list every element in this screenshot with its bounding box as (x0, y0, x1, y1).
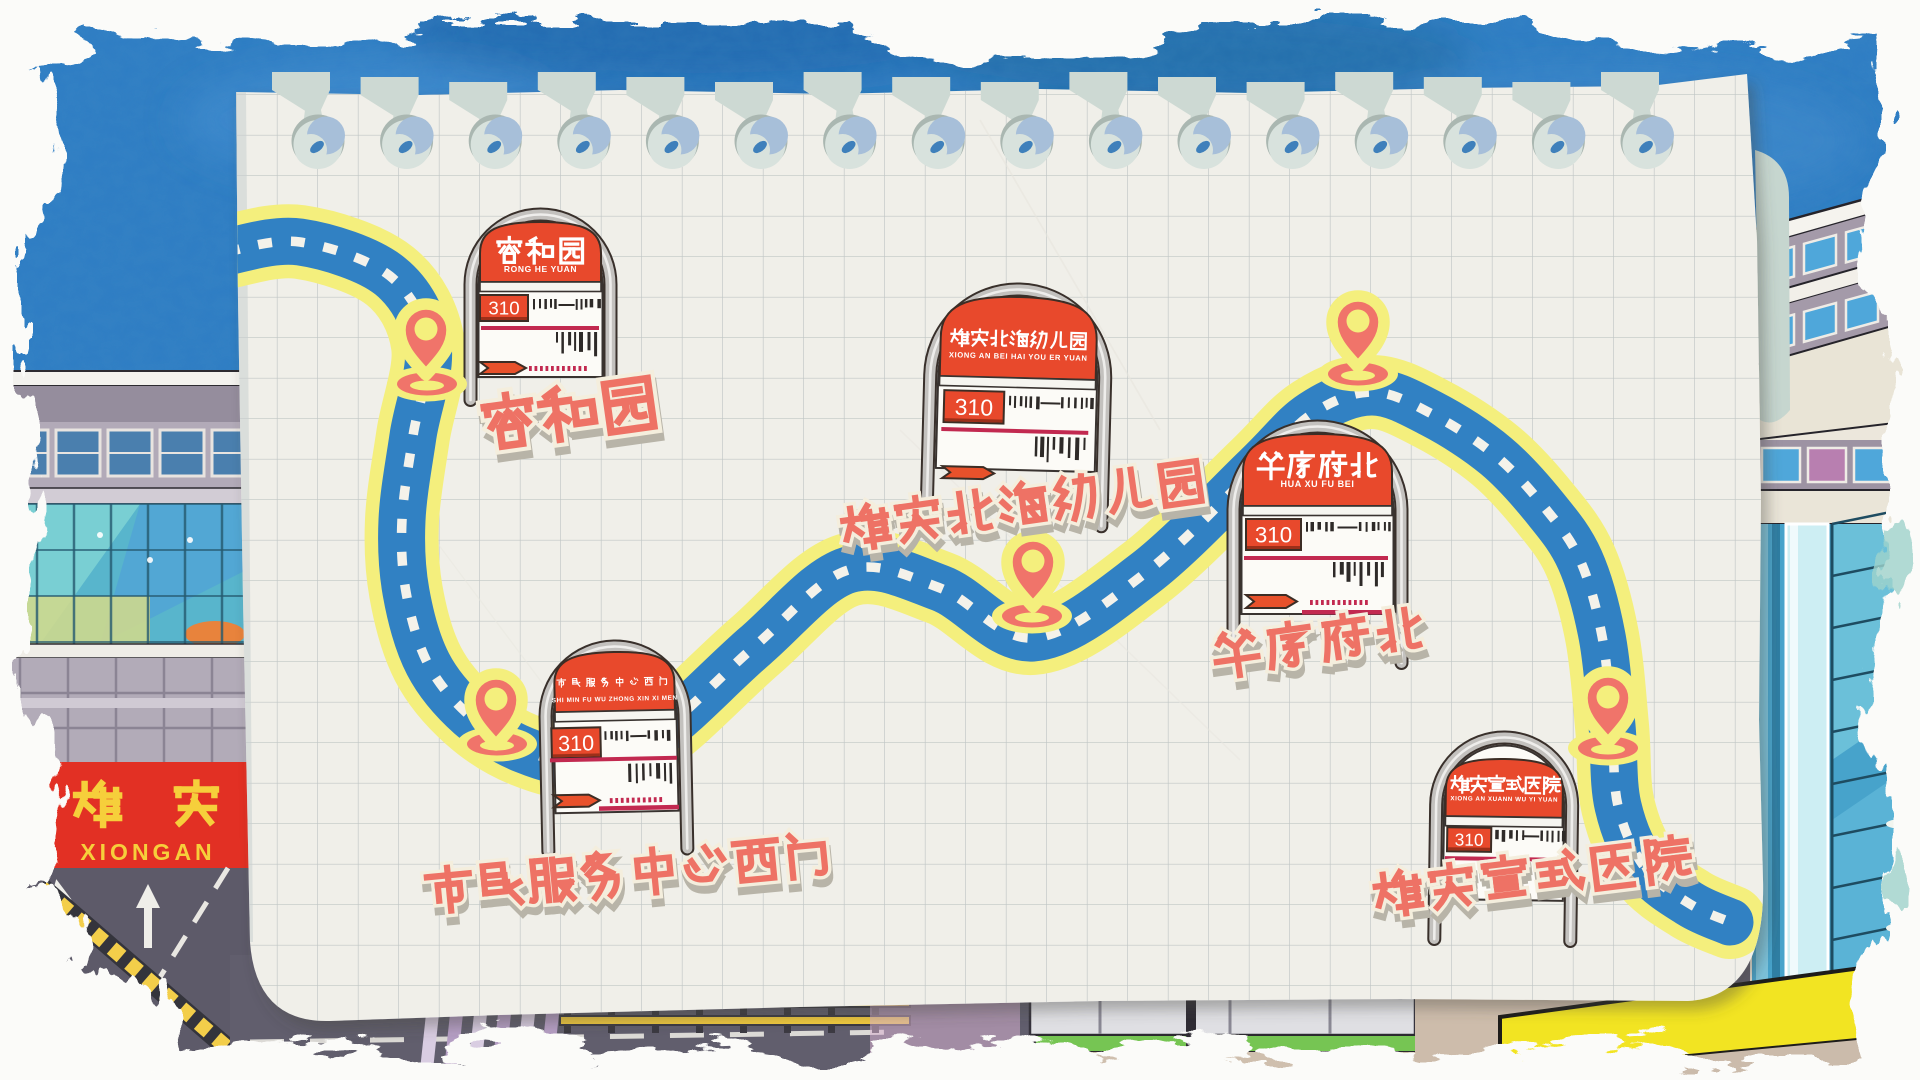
svg-text:310: 310 (558, 730, 595, 756)
svg-text:310: 310 (1255, 523, 1292, 548)
svg-text:HUA XU FU BEI: HUA XU FU BEI (1281, 479, 1355, 489)
svg-text:310: 310 (954, 394, 993, 421)
svg-text:310: 310 (1455, 830, 1484, 850)
svg-text:RONG HE YUAN: RONG HE YUAN (504, 264, 577, 274)
svg-text:XIONG AN XUANN WU YI YUAN: XIONG AN XUANN WU YI YUAN (1450, 795, 1558, 804)
svg-text:XIONG AN BEI HAI YOU ER YUAN: XIONG AN BEI HAI YOU ER YUAN (949, 350, 1088, 363)
svg-text:310: 310 (488, 298, 519, 319)
svg-text:SHI MIN FU WU ZHONG XIN XI MEN: SHI MIN FU WU ZHONG XIN XI MEN (552, 695, 678, 705)
svg-text:XIONGAN: XIONGAN (80, 839, 215, 865)
